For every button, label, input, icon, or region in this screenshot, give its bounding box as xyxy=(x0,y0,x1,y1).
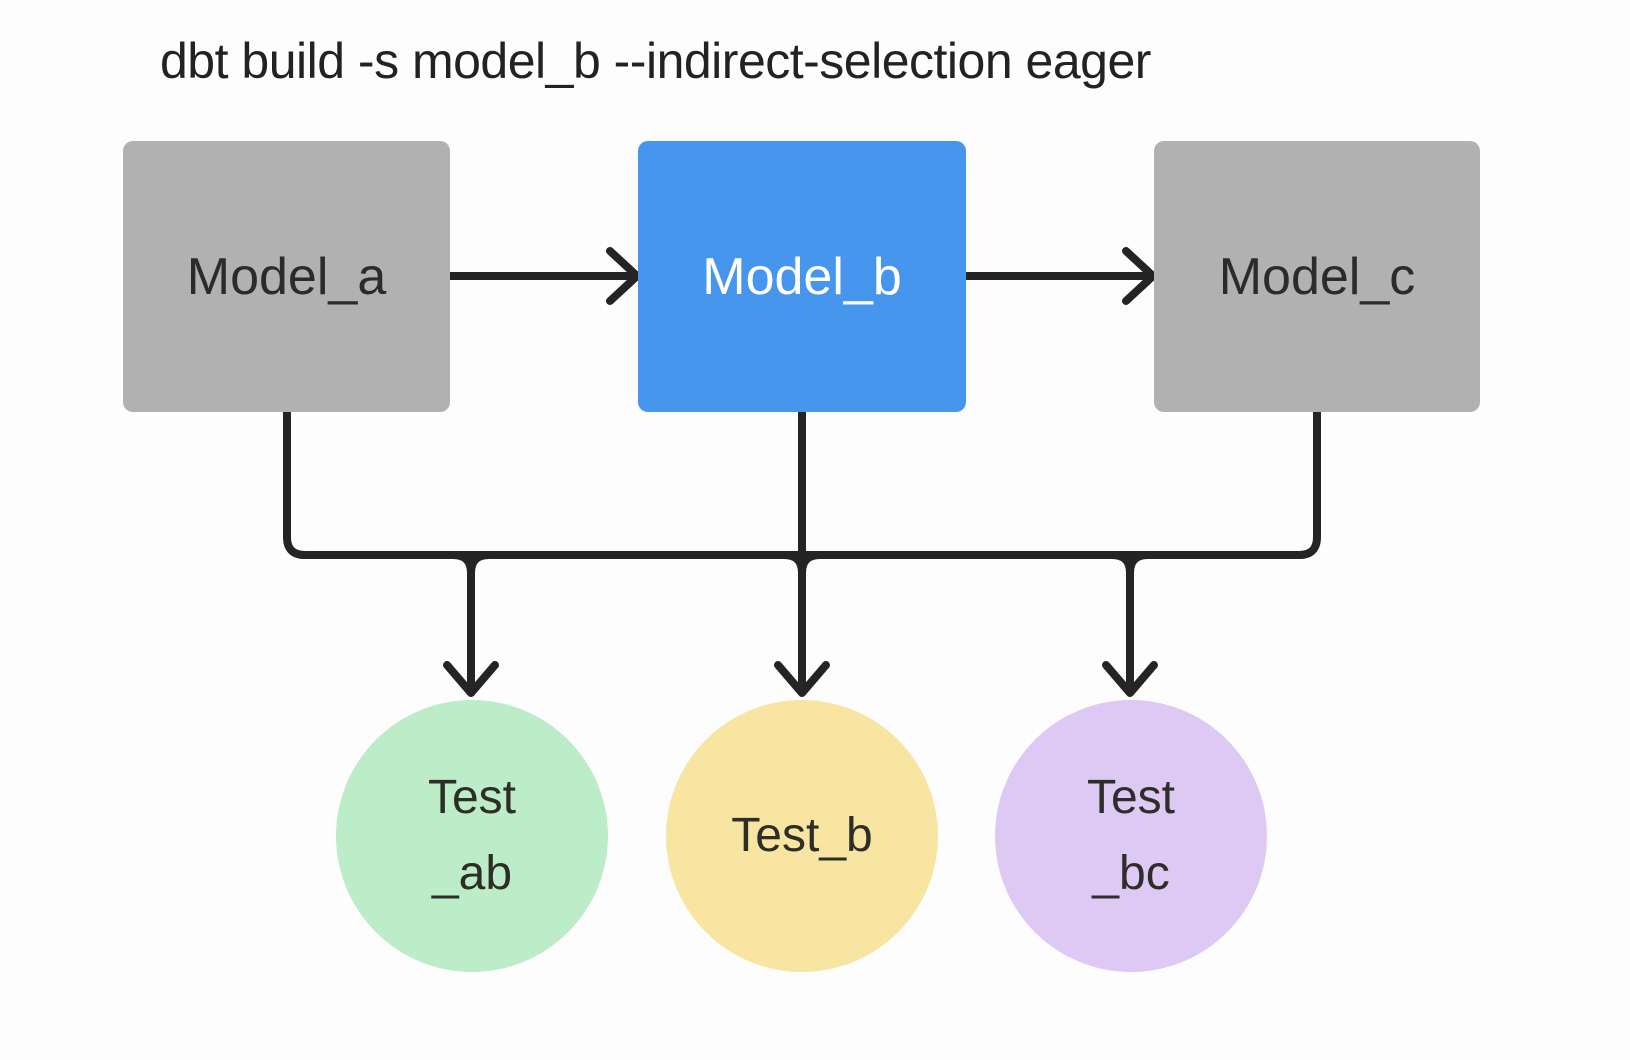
arrowhead-right-icon xyxy=(606,247,641,305)
arrowhead-down-icon xyxy=(443,661,499,697)
model-c-label: Model_c xyxy=(1218,247,1416,306)
test-bc-label-line1: Test xyxy=(1086,771,1176,824)
arrow-to-test-bc xyxy=(1102,553,1158,697)
arrow-model-b-to-model-c xyxy=(962,247,1157,305)
arrowhead-down-icon xyxy=(774,661,830,697)
arrow-model-b-to-test-b xyxy=(774,408,830,697)
test-bc-label-line2: _bc xyxy=(1092,847,1170,900)
arrow-model-a-to-model-b xyxy=(446,247,641,305)
model-a-label: Model_a xyxy=(186,247,387,306)
node-model-c: Model_c xyxy=(1154,141,1480,412)
model-b-label: Model_b xyxy=(702,247,902,306)
node-test-bc: Test _bc xyxy=(995,700,1267,972)
arrowhead-down-icon xyxy=(1102,661,1158,697)
arrowhead-right-icon xyxy=(1122,247,1157,305)
test-b-label: Test_b xyxy=(731,809,873,862)
arrow-to-test-ab xyxy=(443,553,499,697)
node-model-a: Model_a xyxy=(123,141,450,412)
test-ab-label-line1: Test xyxy=(427,771,517,824)
node-model-b: Model_b xyxy=(638,141,966,412)
node-test-b: Test_b xyxy=(666,700,938,972)
test-ab-label-line2: _ab xyxy=(431,847,513,900)
diagram-title: dbt build -s model_b --indirect-selectio… xyxy=(160,33,1151,89)
node-test-ab: Test _ab xyxy=(336,700,608,972)
